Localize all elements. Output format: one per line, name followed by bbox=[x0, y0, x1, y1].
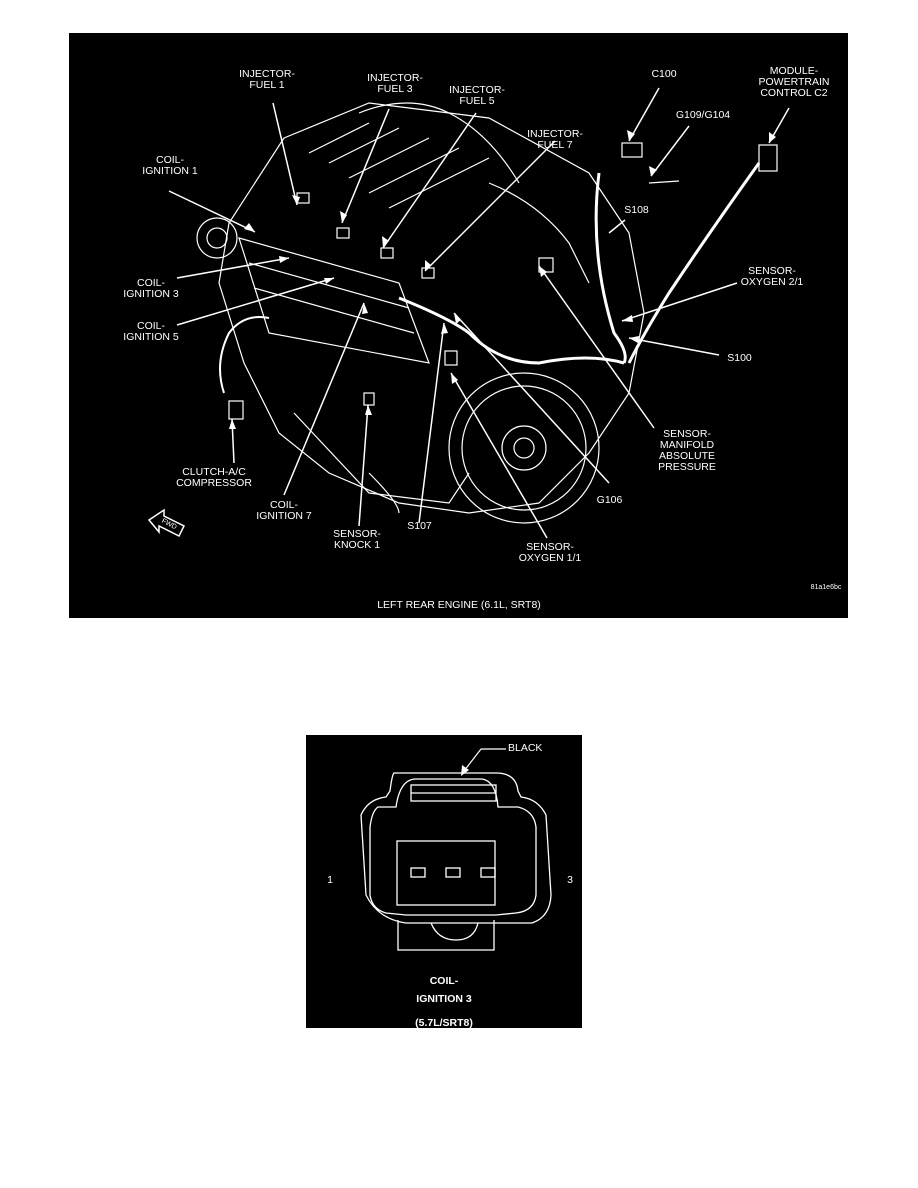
label-coil-ignition-7: COIL- IGNITION 7 bbox=[256, 499, 312, 522]
label-sensor-oxygen-1-1: SENSOR- OXYGEN 1/1 bbox=[518, 541, 582, 564]
connector-title-line1: COIL- bbox=[429, 975, 459, 987]
connector-diagram-panel: BLACK 1 3 COIL- IGNITION 3 (5.7L/SRT8) bbox=[306, 735, 582, 1029]
connector-title-line3: (5.7L/SRT8) bbox=[415, 1017, 473, 1029]
label-sensor-map: SENSOR- MANIFOLD ABSOLUTE PRESSURE bbox=[658, 428, 716, 473]
forward-arrow-icon bbox=[147, 508, 186, 538]
connector-title-line2: IGNITION 3 bbox=[416, 993, 472, 1005]
color-label: BLACK bbox=[508, 742, 543, 754]
label-sensor-knock-1: SENSOR- KNOCK 1 bbox=[333, 528, 381, 551]
label-coil-ignition-1: COIL- IGNITION 1 bbox=[142, 154, 198, 177]
diagram-code: 81a1e6bc bbox=[810, 584, 842, 591]
label-injector-fuel-3: INJECTOR- FUEL 3 bbox=[367, 72, 423, 95]
label-clutch-ac-compressor: CLUTCH-A/C COMPRESSOR bbox=[176, 466, 252, 489]
label-c100: C100 bbox=[651, 68, 677, 80]
label-injector-fuel-5: INJECTOR- FUEL 5 bbox=[449, 84, 505, 107]
label-s100: S100 bbox=[727, 352, 752, 364]
label-coil-ignition-5: COIL- IGNITION 5 bbox=[123, 320, 179, 343]
label-module-powertrain-control: MODULE- POWERTRAIN CONTROL C2 bbox=[758, 65, 830, 99]
label-s108: S108 bbox=[624, 204, 649, 216]
label-injector-fuel-1: INJECTOR- FUEL 1 bbox=[239, 68, 295, 91]
pin-label-1: 1 bbox=[327, 874, 333, 886]
label-s107: S107 bbox=[407, 520, 432, 532]
engine-illustration bbox=[147, 87, 790, 539]
label-g106: G106 bbox=[596, 494, 623, 506]
pin-label-3: 3 bbox=[567, 874, 573, 886]
label-coil-ignition-3: COIL- IGNITION 3 bbox=[123, 277, 179, 300]
connector-illustration bbox=[360, 748, 552, 951]
label-injector-fuel-7: INJECTOR- FUEL 7 bbox=[527, 128, 583, 151]
engine-diagram-panel: INJECTOR- FUEL 1 INJECTOR- FUEL 3 INJECT… bbox=[69, 33, 848, 618]
label-g109-g104: G109/G104 bbox=[675, 109, 731, 121]
engine-diagram-caption: LEFT REAR ENGINE (6.1L, SRT8) bbox=[377, 599, 541, 611]
label-sensor-oxygen-2-1: SENSOR- OXYGEN 2/1 bbox=[740, 265, 804, 288]
